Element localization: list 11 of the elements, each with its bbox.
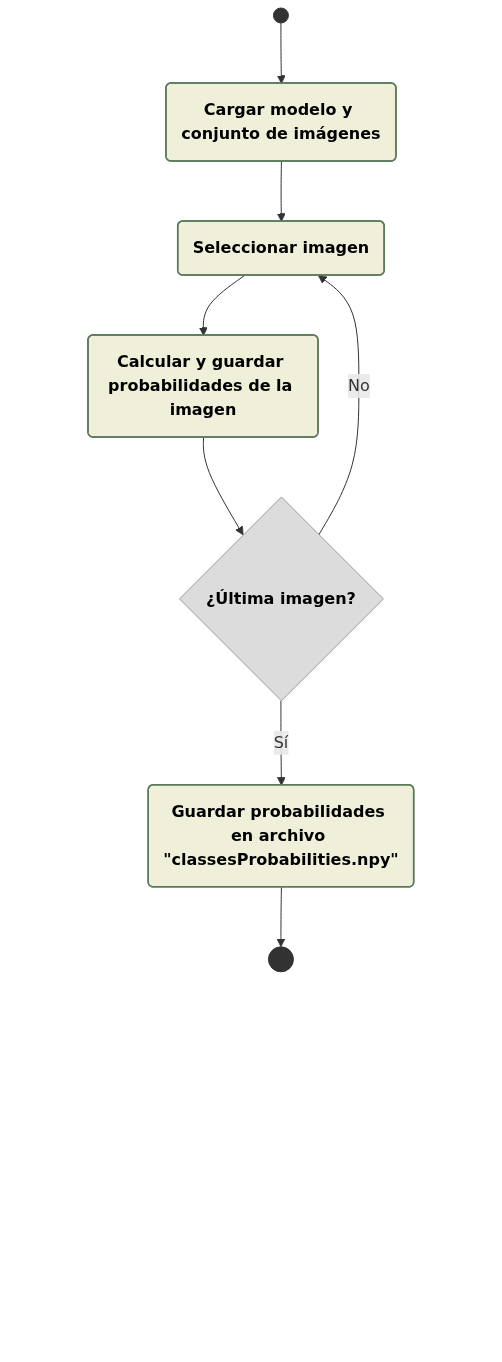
arrow [203, 437, 244, 536]
node-circle [268, 946, 295, 973]
node-diamond: ¿Última imagen? [179, 496, 384, 702]
arrow [277, 22, 286, 84]
node-circle [273, 7, 290, 24]
edge-label: Sí [273, 732, 289, 752]
arrow [277, 161, 286, 222]
arrow [199, 275, 246, 336]
arrow [318, 275, 360, 536]
arrow [276, 886, 286, 948]
edge-label: No [348, 375, 370, 395]
